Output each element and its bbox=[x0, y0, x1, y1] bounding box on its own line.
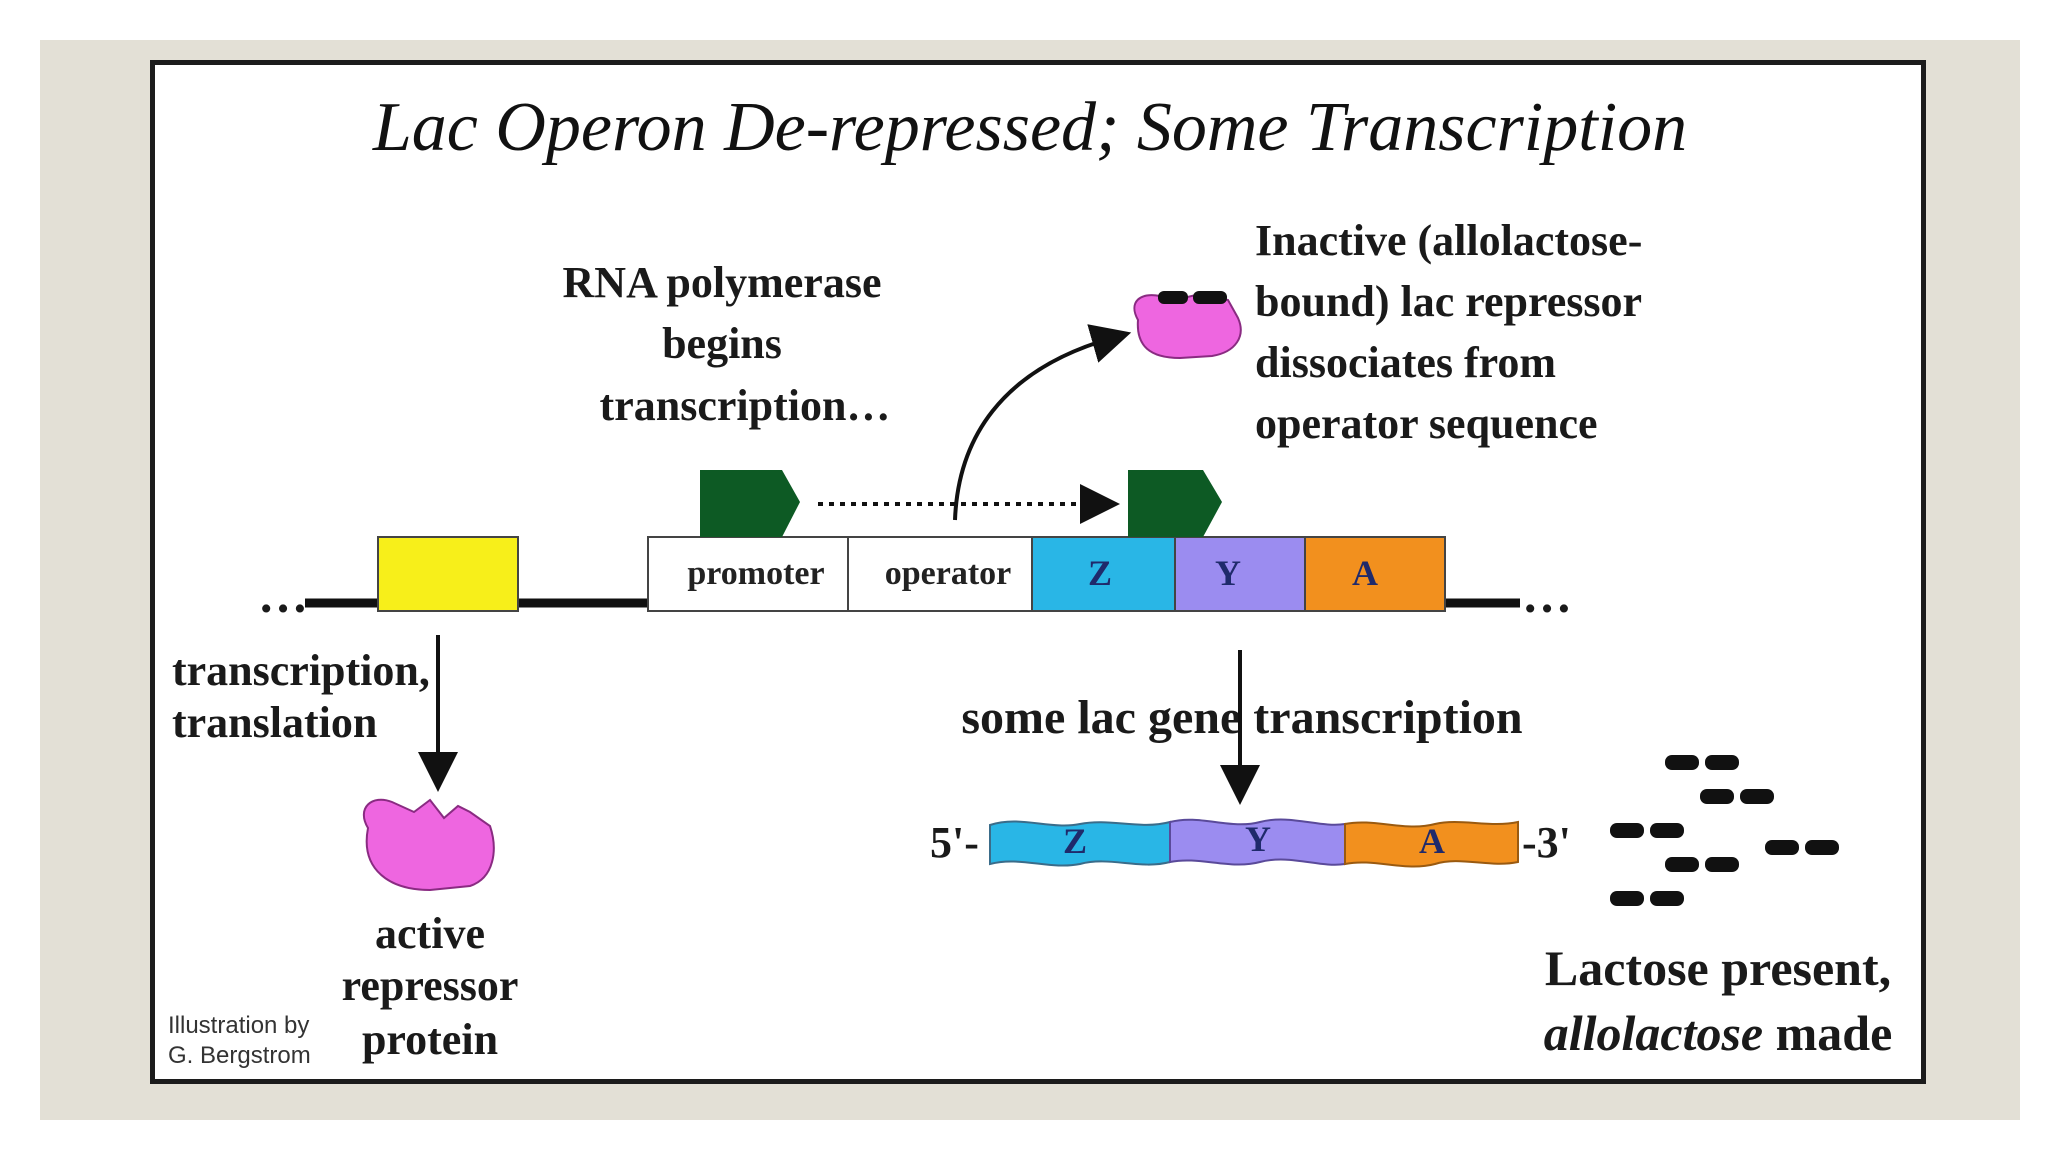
gene-z-box bbox=[1031, 536, 1176, 612]
left-process-line-1: transcription, bbox=[172, 646, 430, 695]
mrna-three-prime-label: -3' bbox=[1522, 818, 1571, 867]
allolactose-molecule-5 bbox=[1665, 857, 1739, 872]
allolactose-molecule-6 bbox=[1610, 891, 1684, 906]
rna-polymerase-line-2: begins bbox=[662, 319, 782, 368]
mrna-segment-a bbox=[1344, 820, 1519, 868]
credit-line-1: Illustration by bbox=[168, 1012, 309, 1039]
gene-a: A bbox=[1304, 536, 1446, 612]
illustration-credit: Illustration by G. Bergstrom bbox=[168, 1012, 311, 1069]
left-process-line-2: translation bbox=[172, 698, 377, 747]
allolactose-molecules bbox=[1610, 755, 1839, 906]
slide-title: Lac Operon De-repressed; Some Transcript… bbox=[372, 89, 1687, 166]
active-repressor-icon bbox=[362, 798, 495, 892]
inactive-repressor-line-3: dissociates from bbox=[1255, 338, 1556, 387]
made-word: made bbox=[1763, 1005, 1892, 1061]
left-process-label: transcription, translation bbox=[172, 646, 430, 747]
lactose-present-line-1: Lactose present, bbox=[1545, 940, 1891, 996]
credit-line-2: G. Bergstrom bbox=[168, 1042, 311, 1069]
allolactose-molecule-3 bbox=[1610, 823, 1684, 838]
inactive-repressor-label: Inactive (allolactose- bound) lac repres… bbox=[1255, 216, 1642, 448]
rna-polymerase-start-icon bbox=[700, 470, 800, 537]
dna-dots-right: … bbox=[1522, 567, 1572, 623]
gene-z: Z bbox=[1031, 536, 1176, 612]
mrna-strand: Z Y A bbox=[989, 818, 1519, 868]
inactive-repressor-line-1: Inactive (allolactose- bbox=[1255, 216, 1642, 265]
mrna-five-prime-label: 5'- bbox=[930, 818, 979, 867]
allolactose-molecule-1 bbox=[1665, 755, 1739, 770]
operator-label: operator bbox=[885, 555, 1012, 592]
dissociation-arrow bbox=[953, 324, 1132, 521]
rna-polymerase-moved-icon bbox=[1128, 470, 1222, 537]
allolactose-word: allolactose bbox=[1544, 1005, 1763, 1061]
allolactose-molecule-4 bbox=[1765, 840, 1839, 855]
active-repressor-line-1: active bbox=[375, 909, 485, 958]
promoter-label: promoter bbox=[687, 555, 824, 592]
gene-y: Y bbox=[1174, 536, 1306, 612]
active-repressor-label: active repressor protein bbox=[342, 909, 519, 1064]
gene-y-box bbox=[1174, 536, 1306, 612]
repressor-gene-box bbox=[377, 536, 519, 612]
mrna-z-label: Z bbox=[1063, 821, 1087, 861]
gene-z-label: Z bbox=[1088, 553, 1112, 593]
active-repressor-line-2: repressor bbox=[342, 961, 519, 1010]
mrna-a-label: A bbox=[1419, 821, 1445, 861]
rna-polymerase-line-3: transcription… bbox=[600, 381, 891, 430]
rna-polymerase-line-1: RNA polymerase bbox=[563, 258, 882, 307]
gene-a-label: A bbox=[1352, 553, 1378, 593]
active-repressor-line-3: protein bbox=[362, 1015, 498, 1064]
inactive-repressor-line-2: bound) lac repressor bbox=[1255, 277, 1642, 326]
rna-polymerase-label: RNA polymerase begins transcription… bbox=[563, 258, 891, 430]
lactose-present-label: Lactose present, allolactose made bbox=[1544, 940, 1893, 1061]
dna-dots-left: … bbox=[258, 567, 308, 623]
gene-a-box bbox=[1304, 536, 1446, 612]
gene-y-label: Y bbox=[1215, 553, 1241, 593]
allolactose-molecule-2 bbox=[1700, 789, 1774, 804]
inactive-repressor-line-4: operator sequence bbox=[1255, 399, 1598, 448]
inactive-repressor-icon bbox=[1133, 291, 1242, 360]
mrna-y-label: Y bbox=[1245, 819, 1271, 859]
lactose-present-line-2: allolactose made bbox=[1544, 1005, 1893, 1061]
